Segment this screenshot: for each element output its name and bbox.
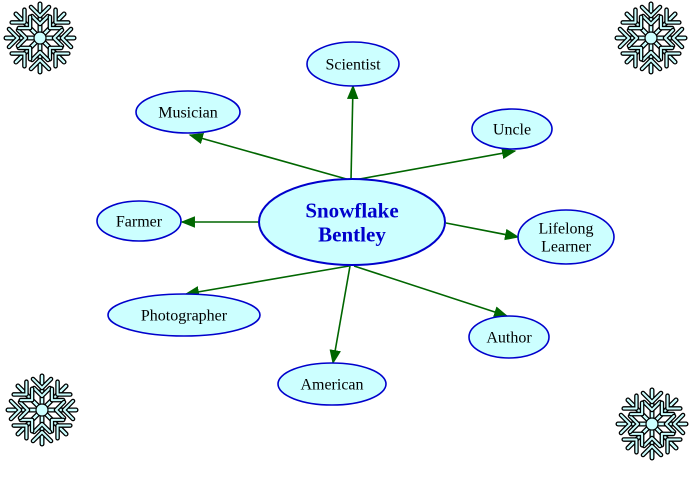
node-musician-shape	[135, 90, 241, 134]
snowflake-icon	[8, 376, 76, 444]
node-scientist-shape	[306, 41, 400, 87]
edge-american	[329, 265, 351, 365]
node-author: Author	[468, 315, 550, 359]
node-musician: Musician	[135, 90, 241, 134]
node-uncle-shape	[471, 108, 553, 150]
node-uncle: Uncle	[471, 108, 553, 150]
edge-uncle	[353, 147, 517, 181]
node-lifelong-shape	[517, 209, 615, 265]
edge-photographer	[184, 265, 350, 298]
snowflake-icon	[618, 390, 686, 458]
node-photographer-shape	[107, 293, 261, 337]
node-american: American	[277, 362, 387, 406]
snowflake-icon	[6, 4, 74, 72]
node-musician-label: Musician	[158, 105, 218, 122]
edge-scientist	[346, 84, 359, 181]
node-lifelong-label: Learner	[541, 239, 591, 256]
node-uncle-label: Uncle	[493, 122, 531, 139]
node-scientist: Scientist	[306, 41, 400, 87]
edge-musician	[188, 132, 351, 181]
edge-lifelong	[445, 222, 520, 241]
snowflake-icon	[617, 4, 685, 72]
node-farmer-shape	[96, 200, 182, 242]
edges	[180, 84, 520, 365]
node-photographer-label: Photographer	[141, 308, 228, 325]
node-american-label: American	[300, 377, 363, 394]
node-farmer-label: Farmer	[116, 214, 163, 231]
node-photographer: Photographer	[107, 293, 261, 337]
node-center-shape	[258, 178, 446, 266]
edge-author	[353, 265, 509, 318]
node-lifelong-label: Lifelong	[538, 221, 593, 238]
node-author-shape	[468, 315, 550, 359]
node-center-label: Snowflake	[305, 198, 398, 222]
node-center-label: Bentley	[318, 222, 386, 246]
node-farmer: Farmer	[96, 200, 182, 242]
node-author-label: Author	[486, 330, 532, 347]
snowflake-decorations	[6, 4, 686, 458]
node-american-shape	[277, 362, 387, 406]
node-scientist-label: Scientist	[325, 57, 381, 74]
